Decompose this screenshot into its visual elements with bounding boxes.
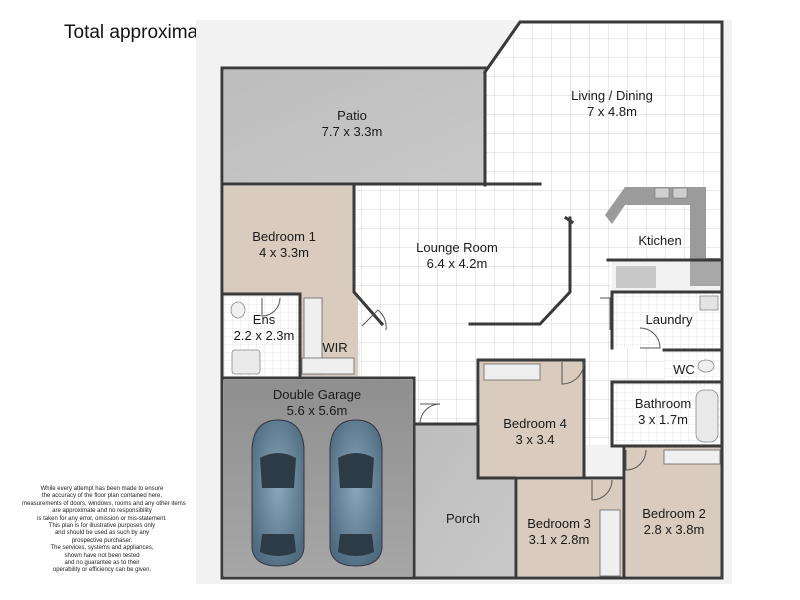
bedroom-2-floor	[626, 446, 722, 576]
room-name: Ktichen	[638, 233, 682, 248]
disclaimer-line: While every attempt has been made to ens…	[40, 486, 164, 492]
room-name: Double Garage	[272, 387, 362, 402]
room-dims: 7 x 4.8m	[587, 104, 637, 119]
wc-toilet	[697, 359, 715, 373]
disclaimer-line: The services, systems and appliances,	[50, 545, 154, 552]
kitchen-corner-unit	[690, 258, 720, 286]
room-dims: 3.1 x 2.8m	[528, 532, 590, 547]
disclaimer-line: measurements of doors, windows, rooms an…	[22, 500, 186, 507]
room-dims: 4 x 3.3m	[259, 245, 309, 260]
room-dims: 7.7 x 3.3m	[321, 124, 383, 139]
wardrobes	[301, 297, 721, 577]
room-label-kitchen: Ktichen	[638, 233, 681, 249]
room-name: WIR	[322, 340, 348, 355]
disclaimer-line: are approximate and no responsibility	[52, 508, 152, 515]
walls	[220, 20, 724, 580]
room-name: Living / Dining	[571, 88, 653, 103]
room-dims: 2.8 x 3.8m	[643, 522, 705, 537]
disclaimer-line: This plan is for illustrative purposes o…	[48, 523, 156, 530]
bath-tub	[695, 389, 719, 443]
disclaimer-line: shown have not been tested	[64, 552, 140, 559]
room-name: Porch	[446, 511, 480, 526]
disclaimer-line: and no guarantee as to their	[64, 560, 140, 567]
room-label-porch: Porch	[446, 511, 480, 527]
car-left	[251, 419, 305, 567]
living-lounge-floor	[355, 22, 722, 478]
disclaimer-line: and should be used as such by any	[54, 530, 150, 537]
room-dims: 3 x 3.4	[515, 432, 555, 447]
room-name: Lounge Room	[416, 240, 498, 255]
laundry-tub	[699, 295, 719, 311]
bedroom-1-floor	[224, 186, 354, 294]
room-name: Bathroom	[634, 396, 692, 411]
disclaimer-line: the accuracy of the floor plan contained…	[41, 493, 163, 500]
room-label-laundry: Laundry	[646, 312, 693, 328]
room-dims: 6.4 x 4.2m	[426, 256, 488, 271]
disclaimer-line: prospective purchaser.	[71, 537, 133, 544]
kitchen-sink-right	[672, 187, 688, 199]
disclaimer-line: operability or efficiency can be given.	[52, 567, 152, 574]
room-name: Bedroom 4	[503, 416, 567, 431]
ens-shower	[231, 349, 261, 375]
door-swings	[261, 297, 661, 501]
room-name: Ens	[252, 312, 276, 327]
room-label-wir: WIR	[322, 340, 347, 356]
room-dims: 2.2 x 2.3m	[233, 328, 295, 343]
room-dims: 3 x 1.7m	[638, 412, 688, 427]
kitchen-bench	[605, 187, 706, 258]
room-name: Bedroom 2	[642, 506, 706, 521]
patio-floor	[224, 70, 486, 185]
ens-toilet	[230, 301, 246, 319]
disclaimer: While every attempt has been made to ens…	[22, 486, 186, 575]
room-name: Patio	[337, 108, 367, 123]
room-name: Bedroom 3	[527, 516, 591, 531]
room-name: Laundry	[645, 312, 693, 327]
room-dims: 5.6 x 5.6m	[286, 403, 348, 418]
kitchen-sink-left	[654, 187, 670, 199]
disclaimer-line: is taken for any error, omission or mis-…	[37, 515, 167, 522]
kitchen-fridge-space	[616, 266, 656, 288]
room-label-wc: WC	[673, 362, 695, 378]
room-name: WC	[673, 362, 695, 377]
room-name: Bedroom 1	[252, 229, 316, 244]
car-right	[329, 419, 383, 567]
